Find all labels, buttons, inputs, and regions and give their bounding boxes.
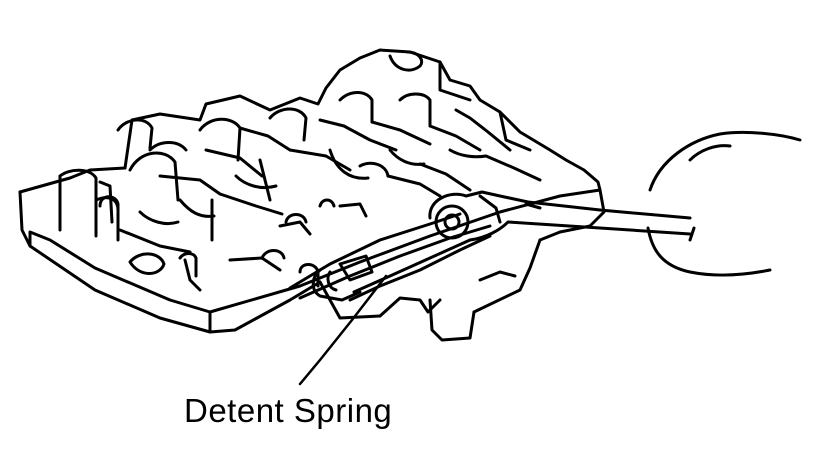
callout-label-detent-spring: Detent Spring <box>184 392 393 429</box>
wrench <box>428 190 692 242</box>
leader-line <box>298 274 388 386</box>
valve-bores <box>58 91 542 292</box>
hand <box>646 130 802 277</box>
detent-lever <box>288 204 492 302</box>
valve-body <box>18 48 606 342</box>
